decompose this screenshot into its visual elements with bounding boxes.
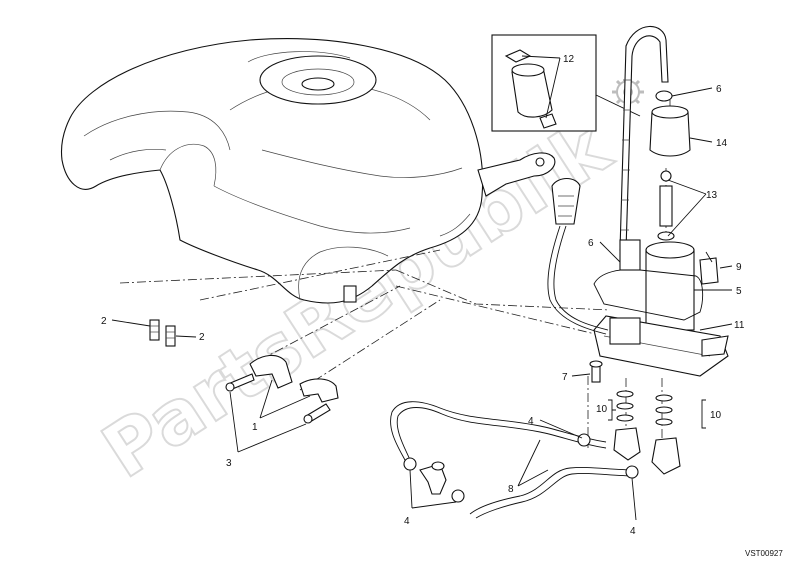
leader-lines bbox=[111, 55, 733, 521]
label-12: 12 bbox=[563, 54, 575, 65]
quick-connector-right bbox=[651, 437, 681, 475]
item-labels: 1 2 2 3 4 4 4 5 6 6 7 8 9 10 10 11 12 13… bbox=[101, 54, 783, 558]
label-13: 13 bbox=[706, 190, 718, 201]
quick-connector-left bbox=[613, 427, 641, 461]
hose-clamp-4-b bbox=[451, 489, 465, 503]
o-rings-10-right bbox=[655, 394, 673, 426]
label-11: 11 bbox=[734, 320, 745, 331]
screw-3-lower bbox=[303, 403, 331, 424]
drawing-code: VST00927 bbox=[745, 549, 783, 558]
label-1: 1 bbox=[252, 422, 258, 433]
screw-3-upper bbox=[225, 373, 255, 392]
label-4-right: 4 bbox=[630, 526, 636, 537]
fuel-hoses-8 bbox=[390, 401, 637, 519]
screw-7 bbox=[589, 360, 603, 383]
clip-1-lower bbox=[299, 378, 339, 403]
hose-clamp-4-d bbox=[625, 465, 639, 479]
label-10-right: 10 bbox=[710, 410, 722, 421]
label-7: 7 bbox=[562, 372, 568, 383]
label-2-left: 2 bbox=[101, 316, 107, 327]
vent-hose-top bbox=[619, 25, 669, 251]
t-connector bbox=[419, 461, 447, 495]
label-8: 8 bbox=[508, 484, 514, 495]
inset-filter-detail bbox=[491, 34, 641, 132]
label-6-mid: 6 bbox=[588, 238, 594, 249]
assembly-lines bbox=[119, 100, 671, 448]
label-10-left: 10 bbox=[596, 404, 608, 415]
screw-2-right bbox=[165, 325, 176, 347]
label-4-upper: 4 bbox=[528, 416, 534, 427]
hose-clamp-4-c bbox=[577, 433, 591, 447]
label-3: 3 bbox=[226, 458, 232, 469]
electrical-connector bbox=[547, 177, 609, 335]
fuel-filter-14 bbox=[649, 105, 691, 157]
screw-2-left bbox=[149, 319, 160, 341]
connector-13 bbox=[657, 170, 675, 241]
label-6-top: 6 bbox=[716, 84, 722, 95]
hose-clamp-4-a bbox=[403, 457, 417, 471]
wire-9 bbox=[699, 251, 719, 285]
fuel-tank bbox=[60, 38, 556, 304]
label-2-right: 2 bbox=[199, 332, 205, 343]
label-4-left: 4 bbox=[404, 516, 410, 527]
clip-1-upper bbox=[249, 354, 293, 389]
label-9: 9 bbox=[736, 262, 742, 273]
o-rings-10-left bbox=[616, 390, 634, 422]
hose-clamp-6-top bbox=[655, 90, 673, 102]
label-14: 14 bbox=[716, 138, 728, 149]
label-5: 5 bbox=[736, 286, 742, 297]
fuel-pump-assembly bbox=[593, 239, 729, 377]
